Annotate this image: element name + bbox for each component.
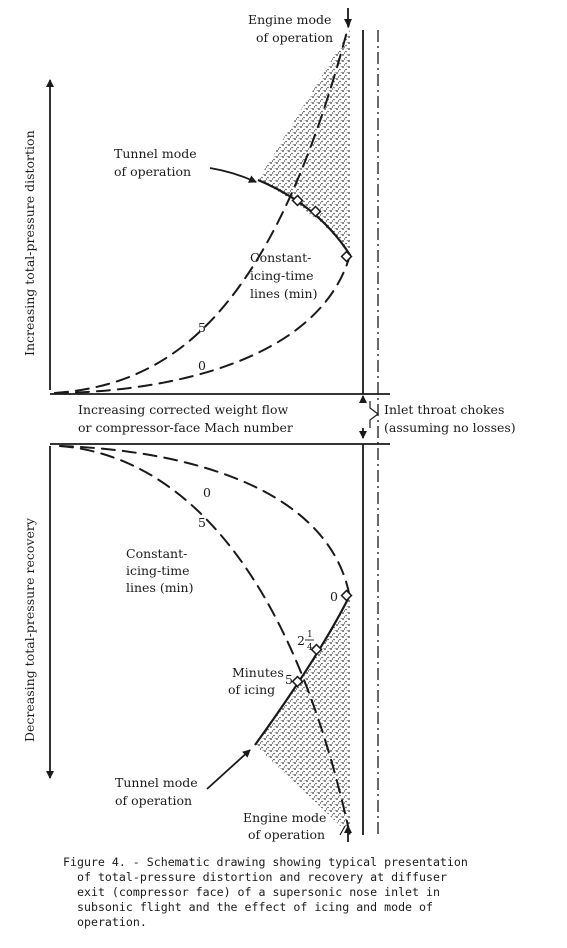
top-panel: Engine mode of operation Tunnel mode of …: [22, 8, 390, 395]
minutes-of-icing-line1: Minutes: [232, 665, 284, 680]
top-marker-mid: [309, 205, 322, 218]
caption-line-2: of total-pressure distortion and recover…: [77, 870, 447, 884]
choke-leader: [369, 401, 379, 428]
bottom-curve-0: [59, 445, 351, 599]
top-icing-lines-2: icing-time: [250, 268, 314, 283]
bottom-marker-2-quarter: [310, 643, 323, 656]
bottom-marker-0: [340, 589, 353, 602]
x-axis-label-line2: or compressor-face Mach number: [78, 420, 293, 435]
bottom-y-axis-label: Decreasing total-pressure recovery: [22, 517, 37, 742]
x-axis-label-line1: Increasing corrected weight flow: [78, 402, 289, 417]
caption-line-5: operation.: [77, 915, 147, 929]
bottom-engine-mode-line1: Engine mode: [243, 810, 326, 825]
top-shaded-region: [258, 30, 350, 255]
top-curve-label-5: 5: [198, 320, 206, 335]
top-engine-mode-line2: of operation: [256, 30, 333, 45]
bottom-point-label-frac-num: 1: [307, 630, 313, 640]
figure-caption: Figure 4. - Schematic drawing showing ty…: [63, 855, 468, 929]
top-curve-label-0: 0: [198, 358, 206, 373]
choke-label-line1: Inlet throat chokes: [384, 402, 504, 417]
bottom-icing-lines-2: icing-time: [126, 563, 190, 578]
bottom-icing-lines-3: lines (min): [126, 580, 194, 595]
bottom-curve-label-0: 0: [203, 485, 211, 500]
top-tunnel-mode-line2: of operation: [114, 164, 191, 179]
bottom-icing-lines-1: Constant-: [126, 546, 187, 561]
bottom-point-label-frac-den: 4: [307, 643, 313, 653]
x-axis-label-group: Increasing corrected weight flow or comp…: [78, 402, 293, 435]
bottom-marker-5: [291, 675, 304, 688]
bottom-point-label-0: 0: [330, 589, 338, 604]
bottom-shaded-region: [255, 595, 350, 835]
bottom-point-label-2: 2: [297, 633, 305, 648]
caption-line-1: Figure 4. - Schematic drawing showing ty…: [63, 855, 468, 869]
top-tunnel-mode-arrow: [209, 167, 257, 183]
bottom-tunnel-mode-arrow: [206, 749, 251, 790]
top-y-axis-label: Increasing total-pressure distortion: [22, 130, 37, 356]
top-icing-lines-3: lines (min): [250, 286, 318, 301]
top-tunnel-mode-line1: Tunnel mode: [114, 146, 197, 161]
top-engine-mode-line1: Engine mode: [248, 12, 331, 27]
bottom-tunnel-mode-line2: of operation: [115, 793, 192, 808]
top-marker-0: [340, 250, 353, 263]
bottom-engine-mode-line2: of operation: [248, 827, 325, 842]
top-curve-5: [54, 19, 351, 394]
caption-line-3: exit (compressor face) of a supersonic n…: [77, 885, 440, 899]
bottom-panel: 0 5 Constant- icing-time lines (min) 0 2…: [22, 443, 390, 842]
top-marker-5: [291, 194, 304, 207]
choke-label-line2: (assuming no losses): [384, 420, 516, 435]
bottom-curve-label-5: 5: [198, 515, 206, 530]
top-icing-lines-1: Constant-: [250, 250, 311, 265]
minutes-of-icing-line2: of icing: [228, 682, 275, 697]
top-curve-0: [54, 254, 351, 394]
caption-line-4: subsonic flight and the effect of icing …: [77, 900, 433, 914]
bottom-point-label-5: 5: [285, 672, 293, 687]
bottom-curve-5: [59, 445, 351, 836]
choke-annotation: Inlet throat chokes (assuming no losses): [359, 395, 516, 439]
bottom-tunnel-mode-line1: Tunnel mode: [115, 775, 198, 790]
bottom-tunnel-mode-line: [254, 594, 351, 746]
